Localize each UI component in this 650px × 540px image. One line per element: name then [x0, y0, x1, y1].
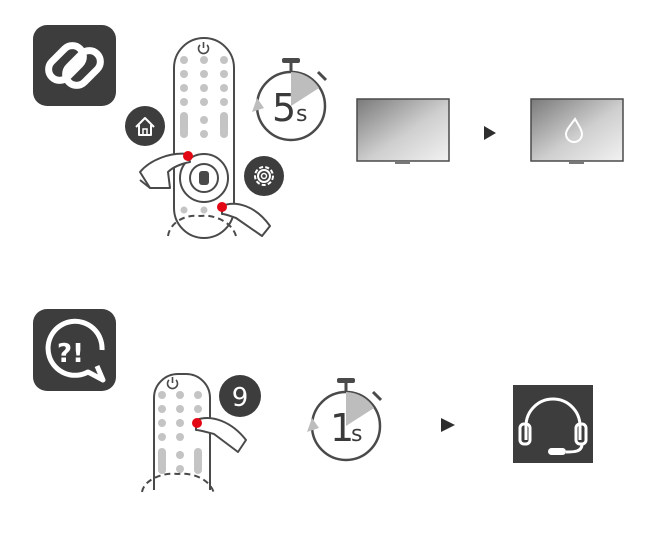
- stopwatch-timer: 5 s: [252, 58, 328, 142]
- question-exclamation-bubble-icon: ?!: [33, 309, 116, 391]
- gear-icon: [244, 156, 284, 196]
- next-arrow: [441, 418, 455, 432]
- tv-screen-blank: [356, 98, 450, 164]
- timer-value: 5: [272, 86, 296, 130]
- hand-outline: [167, 214, 237, 237]
- headset-icon: [513, 385, 593, 463]
- next-arrow: [484, 126, 496, 140]
- power-icon: [197, 42, 210, 55]
- number-nine-label: 9: [232, 383, 249, 413]
- hand-pressing-home: [139, 151, 193, 189]
- timer-value: 1: [330, 406, 354, 450]
- remote-control-support: [153, 373, 211, 490]
- hand-pressing-settings: [217, 202, 271, 237]
- remote-control: [173, 37, 235, 239]
- home-icon: [125, 106, 165, 146]
- chain-link-icon: [33, 25, 116, 106]
- tv-screen-pairing-drop: [530, 98, 624, 164]
- timer-unit: s: [296, 102, 307, 127]
- hand-outline: [141, 472, 215, 495]
- hand-pressing-nine: [192, 417, 247, 453]
- timer-unit: s: [351, 422, 362, 447]
- svg-text:?!: ?!: [57, 339, 84, 369]
- power-icon: [166, 377, 179, 390]
- stopwatch-timer: 1 s: [307, 378, 383, 462]
- number-nine-button: 9: [219, 375, 261, 417]
